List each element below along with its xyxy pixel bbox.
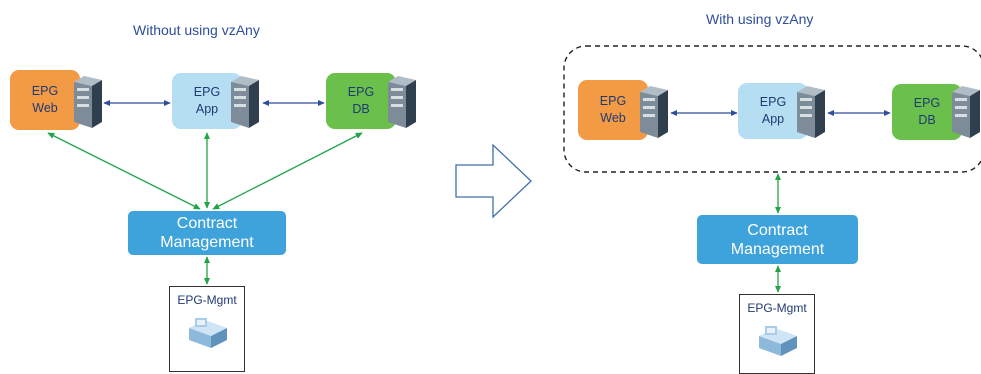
epg-app-label: EPG bbox=[759, 95, 787, 109]
epg-db-box: EPG DB bbox=[326, 73, 396, 129]
contract-sublabel: Management bbox=[730, 240, 825, 258]
epg-db-box: EPG DB bbox=[892, 84, 962, 140]
right-title: With using vzAny bbox=[706, 11, 814, 27]
epg-app-sublabel: App bbox=[761, 112, 785, 126]
contract-label: Contract bbox=[747, 221, 808, 239]
epg-db-sublabel: DB bbox=[918, 113, 936, 127]
epg-db-sublabel: DB bbox=[352, 102, 370, 116]
epg-web-box: EPG Web bbox=[10, 70, 80, 130]
epg-app-box: EPG App bbox=[738, 83, 808, 139]
epg-mgmt-label: EPG-Mgmt bbox=[747, 301, 807, 315]
server-icon bbox=[231, 76, 259, 128]
server-icon bbox=[388, 76, 416, 128]
epg-mgmt-label: EPG-Mgmt bbox=[177, 293, 237, 307]
server-icon bbox=[74, 76, 102, 128]
contract-management-box: Contract Management bbox=[697, 215, 858, 264]
server-icon bbox=[640, 86, 668, 138]
epg-web-box: EPG Web bbox=[578, 80, 648, 140]
hollow-right-arrow-icon bbox=[455, 143, 532, 219]
epg-web-sublabel: Web bbox=[32, 101, 58, 115]
epg-app-sublabel: App bbox=[195, 102, 219, 116]
epg-app-label: EPG bbox=[193, 85, 221, 99]
management-station-icon bbox=[189, 318, 227, 348]
epg-web-sublabel: Web bbox=[600, 111, 626, 125]
contract-sublabel: Management bbox=[160, 234, 254, 251]
link-db-contract bbox=[212, 132, 363, 210]
left-title: Without using vzAny bbox=[133, 22, 260, 38]
management-station-icon bbox=[759, 326, 797, 356]
link-web-contract bbox=[47, 132, 201, 210]
vzany-boundary bbox=[563, 45, 981, 173]
contract-management-box: Contract Management bbox=[128, 211, 286, 255]
epg-web-label: EPG bbox=[599, 94, 627, 108]
server-icon bbox=[797, 86, 825, 138]
epg-db-label: EPG bbox=[913, 96, 941, 110]
server-icon bbox=[952, 86, 980, 138]
epg-app-box: EPG App bbox=[172, 73, 242, 129]
epg-web-label: EPG bbox=[31, 84, 59, 98]
contract-label: Contract bbox=[176, 215, 238, 232]
epg-db-label: EPG bbox=[347, 85, 375, 99]
